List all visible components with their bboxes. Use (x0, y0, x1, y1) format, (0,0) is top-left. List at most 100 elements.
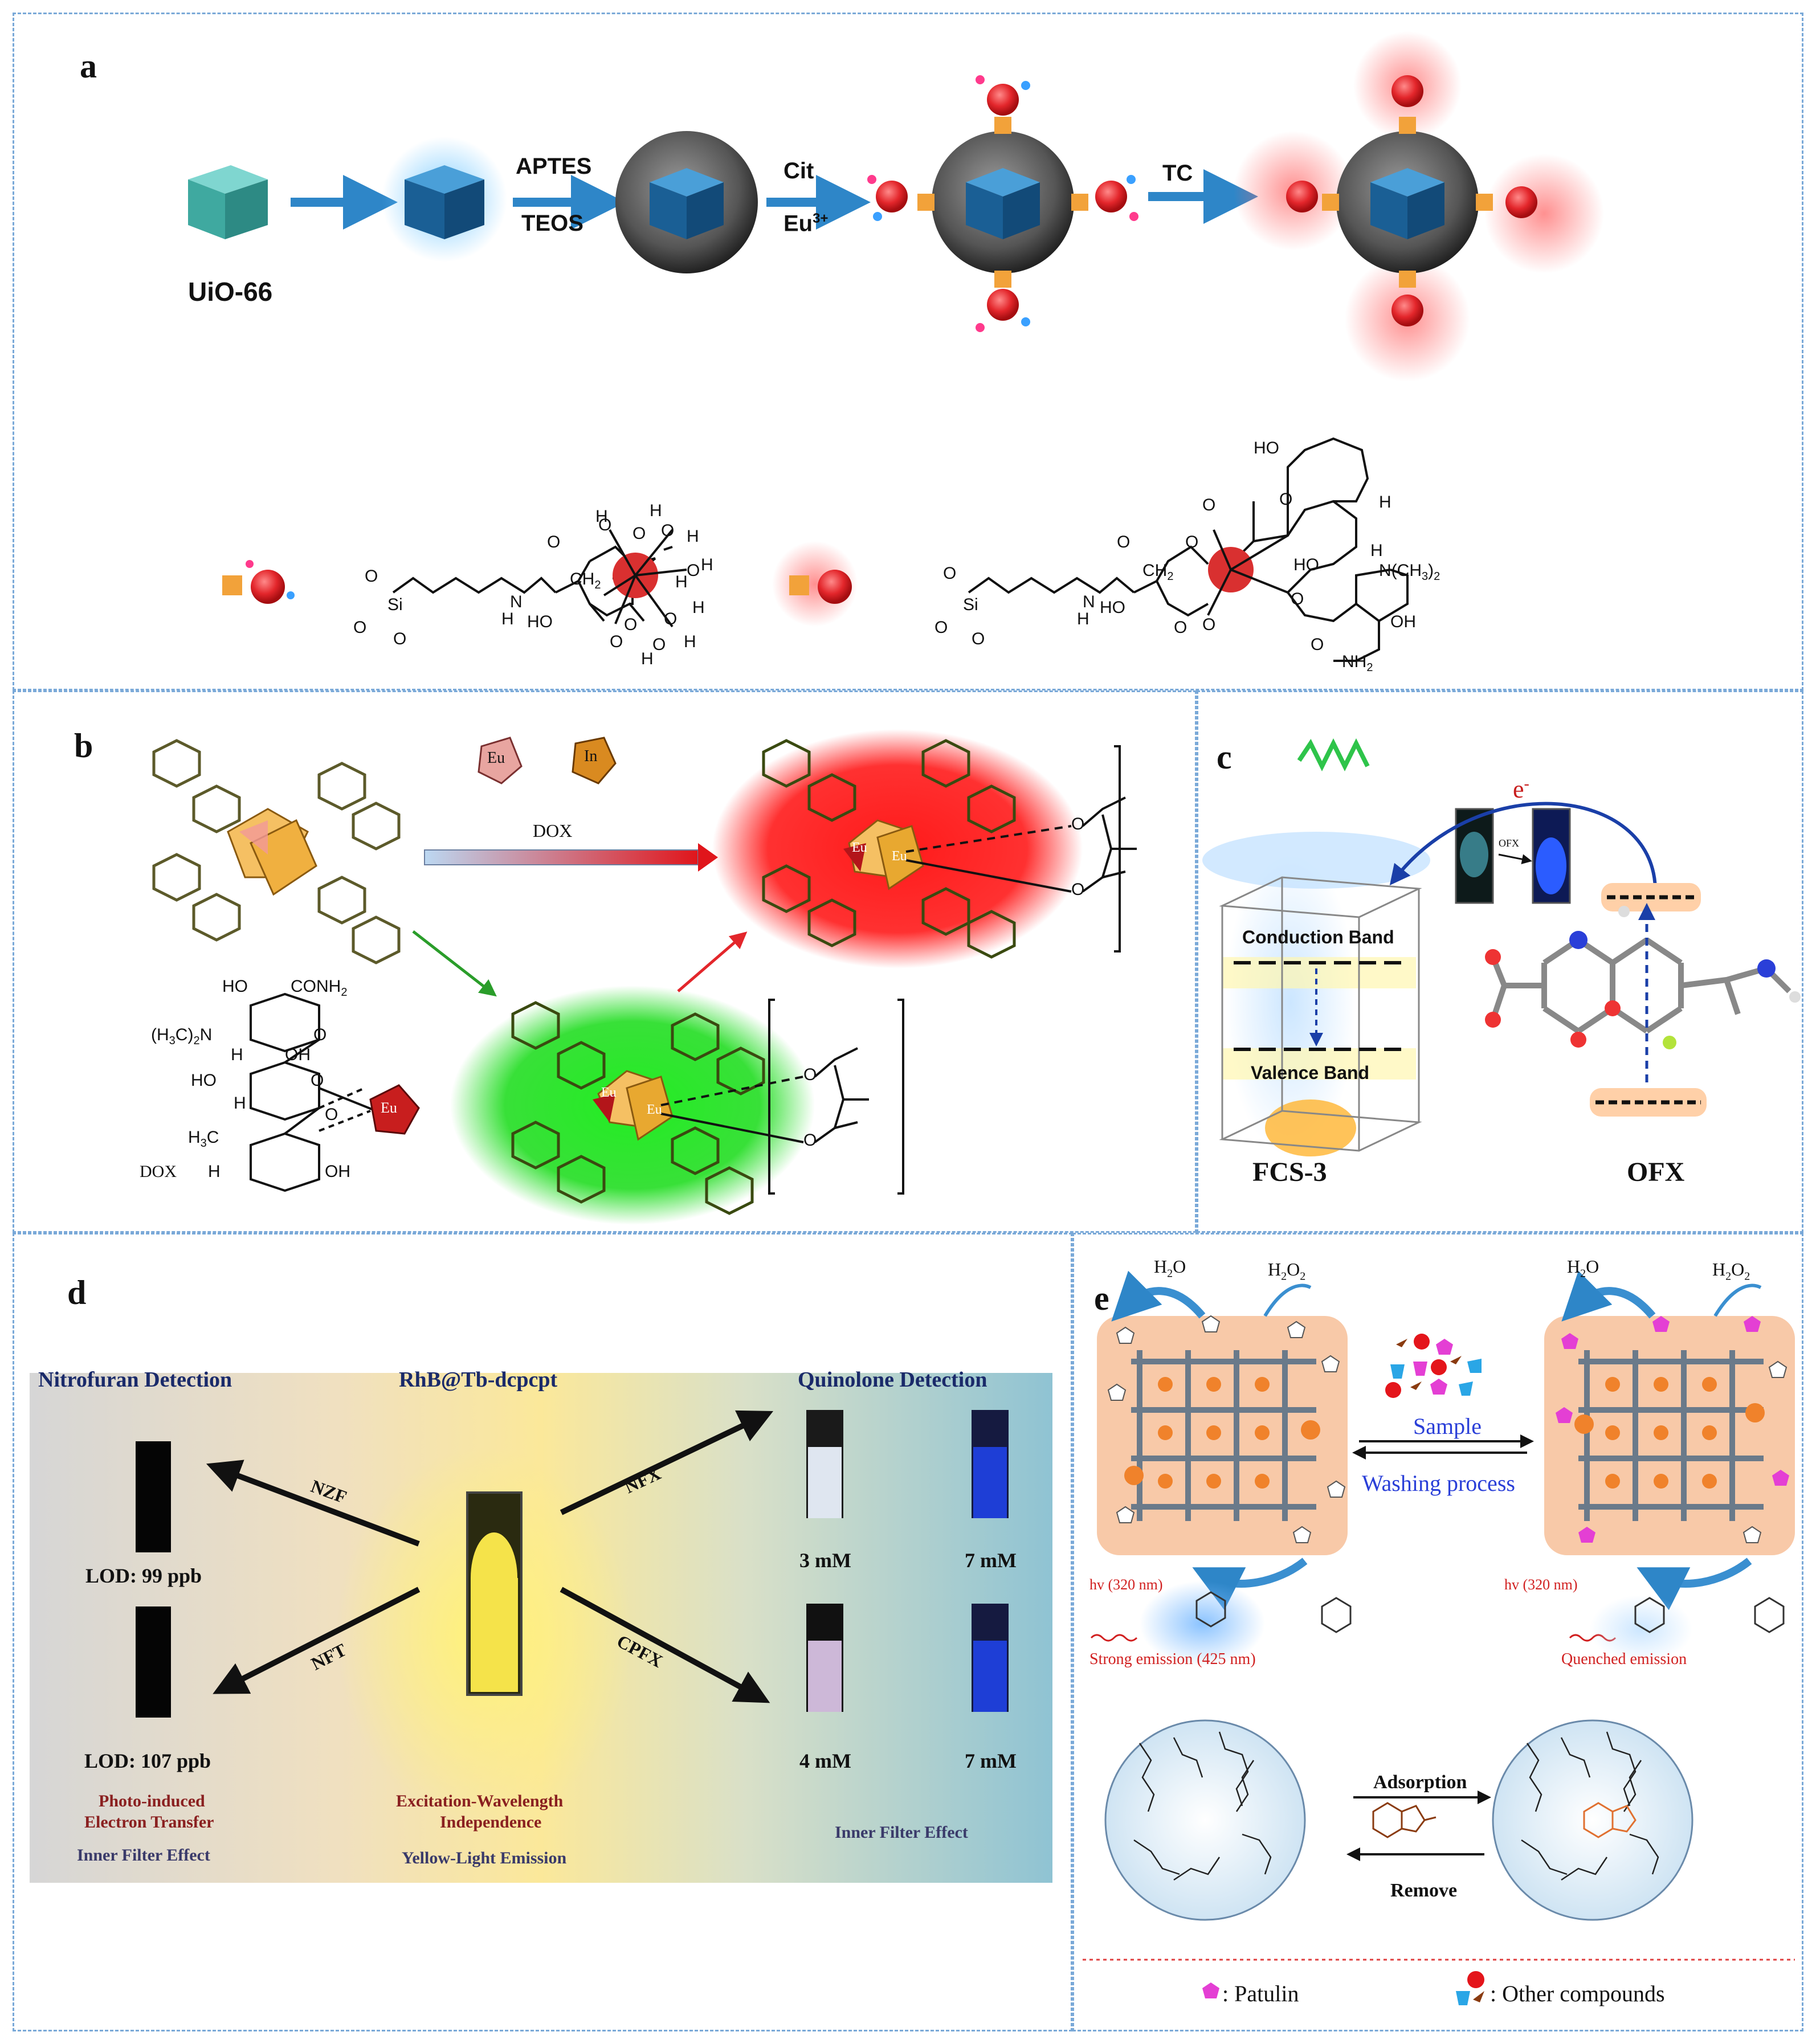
panel-label-e: e (1094, 1279, 1109, 1317)
green-o1: O (803, 1065, 817, 1084)
chem1-o6: O (598, 516, 612, 534)
dox-arrow-head (698, 843, 718, 872)
red-arrow (677, 931, 748, 992)
chem2-bonds (968, 437, 1409, 662)
h2o2-left: H2O2 (1268, 1259, 1306, 1283)
sample-label: Sample (1413, 1413, 1482, 1439)
chem2-ho-top: HO (1254, 439, 1279, 457)
chem2-nh2: NH2 (1342, 652, 1373, 674)
pentagons-left (1107, 1315, 1346, 1543)
chem2-oh: OH (1390, 612, 1416, 631)
dox-o2: O (311, 1071, 324, 1090)
hv-wave-left (1090, 1634, 1138, 1642)
rhb-title: RhB@Tb-dcpcpt (399, 1368, 558, 1392)
pet-line2: Electron Transfer (84, 1813, 214, 1832)
panel-label-a: a (80, 47, 97, 85)
conc-3mm: 3 mM (799, 1549, 851, 1572)
in-box-label: In (584, 747, 598, 765)
other-compounds-legend: : Other compounds (1490, 1981, 1665, 2006)
dox-ho: HO (222, 977, 248, 996)
chem2-onh2: O (1311, 635, 1324, 654)
chem2-o1: O (1202, 496, 1216, 514)
dox-eu-polyhedron (369, 1084, 420, 1135)
dox-h3c: H3C (188, 1128, 219, 1150)
remove-label: Remove (1390, 1880, 1458, 1901)
patulin-right (1556, 1316, 1789, 1543)
chem2-ho3: HO (1100, 598, 1125, 617)
chem1-ho: HO (527, 612, 553, 631)
electron-arc (1389, 802, 1657, 889)
dox-ho2: HO (191, 1071, 217, 1090)
chem1-o8: O (652, 635, 666, 654)
dox-molecule (250, 992, 377, 1192)
tc-label: TC (1162, 161, 1193, 186)
chem1-h: H (501, 610, 514, 628)
chem1-hc: H (701, 555, 713, 574)
arrow-nzf (206, 1460, 420, 1547)
chem2-o4: O (934, 618, 948, 637)
dox-arrow-shaft (424, 849, 699, 865)
chem1-he: H (684, 632, 696, 651)
washing-label: Washing process (1362, 1470, 1515, 1496)
pentagons-right (1742, 1360, 1788, 1543)
core-shell-1 (615, 131, 758, 273)
yle-label: Yellow-Light Emission (402, 1849, 567, 1867)
conc-7mm-b: 7 mM (965, 1749, 1017, 1772)
ofx-label: OFX (1627, 1157, 1685, 1187)
mof-lattice-red (762, 739, 1016, 959)
aptes-label: APTES (516, 154, 592, 179)
vial-3mm (806, 1410, 843, 1518)
eu-red-2: Eu (892, 849, 907, 864)
chem2-oa: O (1174, 618, 1187, 637)
ofx-molecule (1485, 906, 1801, 1049)
teos-label: TEOS (521, 211, 583, 236)
vial-7mm-a (972, 1410, 1009, 1518)
chem1-o5: O (547, 533, 561, 551)
in-polyhedron-icon (572, 737, 617, 784)
chem2-h2: H (1370, 541, 1383, 560)
grid-right (1578, 1350, 1764, 1521)
orange-flare (1265, 1099, 1356, 1156)
panel-label-c: c (1217, 738, 1232, 776)
chem2-si: Si (963, 595, 978, 614)
quenched-glow (1590, 1595, 1692, 1663)
vial-4mm (806, 1604, 843, 1712)
strong-emission-label: Strong emission (425 nm) (1089, 1650, 1256, 1668)
chem1-oh2d: O (632, 524, 646, 543)
chem1-hb: H (687, 527, 699, 546)
eu-red-1: Eu (852, 840, 867, 855)
mof-lattice-green (511, 1001, 765, 1215)
chem2-ch2: CH2 (1142, 561, 1174, 583)
panel-label-d: d (67, 1274, 87, 1311)
chem1-ch2: CH2 (570, 570, 601, 591)
core-shell-3 (1234, 31, 1604, 382)
silica-network-left (1133, 1731, 1272, 1881)
red-o2: O (1071, 880, 1085, 899)
dox-label: DOX (140, 1162, 177, 1181)
chem1-si: Si (387, 595, 403, 614)
eu-box-label: Eu (487, 749, 505, 767)
silica-circle-left (1104, 1719, 1306, 1921)
panel-a (13, 13, 1803, 690)
chem2-nme: N(CH3)2 (1379, 561, 1440, 583)
chem1-o2: O (353, 618, 367, 637)
dox-o3: O (325, 1105, 338, 1124)
dox-h2: H (234, 1094, 246, 1113)
chem2-o6: O (1117, 533, 1131, 551)
polyhedra-left (227, 808, 317, 896)
orange-dots-right (1574, 1377, 1765, 1489)
green-o2: O (803, 1131, 817, 1150)
valence-band-label: Valence Band (1251, 1062, 1370, 1083)
h2o-left: H2O (1154, 1256, 1186, 1280)
arrow-cpfx (560, 1587, 770, 1703)
chem1-o9: O (664, 610, 678, 628)
chem2-ob: O (1202, 615, 1216, 634)
conc-4mm: 4 mM (799, 1749, 851, 1772)
chem1-o1: O (365, 567, 378, 586)
arrow-h2o-left (1111, 1270, 1206, 1322)
eu-green-2: Eu (647, 1102, 662, 1117)
dox-h4: H (208, 1162, 221, 1181)
hv-left: hv (320 nm) (1089, 1576, 1163, 1593)
chem1-o7: O (610, 632, 623, 651)
